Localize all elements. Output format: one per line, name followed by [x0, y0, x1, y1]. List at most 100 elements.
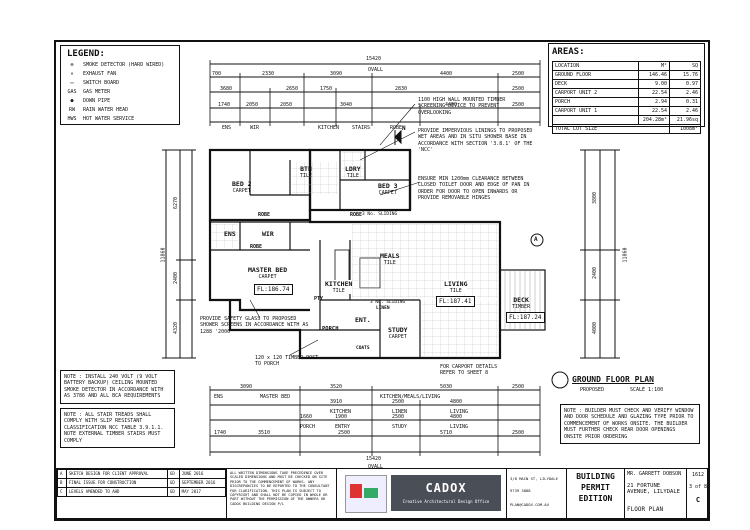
revision-cell: SEPTEMBER 2016	[178, 478, 227, 488]
legend-item: ✕ EXHAUST FAN	[67, 71, 116, 77]
room-pty: PTY	[314, 296, 324, 302]
dim-right-mid: 3800	[592, 191, 599, 205]
dim-top-row1: 700	[212, 71, 222, 77]
dim-overall-bottom-label: OVALL	[368, 464, 384, 470]
dim-overall-top: 15420	[366, 56, 382, 62]
legend-symbol: ✕	[70, 71, 74, 77]
plan-title: GROUND FLOOR PLAN	[572, 375, 654, 384]
edition-line-1: BUILDING	[576, 472, 615, 481]
dim-overall-top-label: OVALL	[368, 67, 384, 73]
company-sub: Creative Architectural Design Office	[402, 499, 490, 504]
contact-phone: 9739 3888	[510, 488, 531, 493]
dim-right-mid: 4000	[592, 321, 599, 335]
dim-right-mid: 2400	[592, 266, 599, 280]
areas-lot-value: 1008m²	[669, 124, 701, 134]
revision-cell: GD	[166, 487, 180, 497]
contact-email: PLAN@CADOX.COM.AU	[510, 502, 549, 507]
dim-top-label: STAIRS	[352, 125, 371, 131]
legend-label: HOT WATER SERVICE	[83, 116, 135, 122]
dim-bottom-label3: STUDY	[392, 424, 408, 430]
dim-top-row2: 1750	[320, 86, 333, 92]
dim-bottom-row2: 3910	[330, 399, 343, 405]
dim-bottom-row1: 5030	[440, 384, 453, 390]
dim-bottom-row3: 2500	[392, 414, 405, 420]
tb-company: CADOX Creative Architectural Design Offi…	[337, 469, 507, 518]
legend-symbol: RW	[68, 107, 76, 113]
plan-proposed: PROPOSED	[580, 387, 605, 393]
legend-label: DOWN PIPE	[83, 98, 111, 104]
revision-cell: MAY 2017	[178, 487, 227, 497]
site-address: 21 FORTUNE AVENUE, LILYDALE	[627, 483, 680, 496]
legend-item: RW RAIN WATER HEAD	[67, 107, 128, 113]
dim-top-row2: 3680	[220, 86, 233, 92]
label-coats: COATS	[356, 346, 370, 351]
room-porch: PORCH	[322, 326, 339, 332]
fl-master: FL:186.74	[254, 284, 293, 295]
dim-bottom-row3: 1660	[300, 414, 313, 420]
legend-symbol: ●	[70, 98, 74, 104]
dim-bottom-label1: ENS	[214, 394, 224, 400]
dim-bottom-label2: LIVING	[450, 409, 469, 415]
note-carport: FOR CARPORT DETAILS REFER TO SHEET 8	[440, 364, 498, 377]
client-name: MR. GARRETT DOBSON	[627, 471, 682, 477]
note-builder: NOTE : BUILDER MUST CHECK AND VERIFY WIN…	[560, 404, 700, 445]
revision-cell: B	[57, 478, 67, 488]
tb-project: MR. GARRETT DOBSON 21 FORTUNE AVENUE, LI…	[625, 469, 687, 518]
fl-deck: FL:187.24	[506, 312, 545, 323]
dim-top-row3: 2050	[280, 102, 293, 108]
dim-top-row3: 2500	[512, 102, 525, 108]
dim-bottom-row3: 4800	[450, 414, 463, 420]
revision-cell: FINAL ISSUE FOR CONSTRUCTION	[65, 478, 168, 488]
legend-label: EXHAUST FAN	[83, 71, 117, 77]
sheet-number: 3 of 8	[688, 484, 708, 490]
note-toilet: ENSURE MIN 1200mm CLEARANCE BETWEEN CLOS…	[418, 176, 530, 202]
legend-label: SMOKE DETECTOR (HARD WIRED)	[83, 62, 165, 68]
dim-left-outer: 11860	[160, 247, 167, 263]
dim-bottom-row3: 1900	[335, 414, 348, 420]
room-ent: ENT.	[355, 316, 371, 324]
dim-bottom-row1: 2500	[512, 384, 525, 390]
dim-bottom-label2: LINEN	[392, 409, 408, 415]
legend-label: RAIN WATER HEAD	[83, 107, 129, 113]
dim-top-row3: 3040	[340, 102, 353, 108]
dim-bottom-label1: KITCHEN/MEALS/LIVING	[380, 394, 441, 400]
label-robe-2: ROBE	[350, 212, 363, 218]
company-logo	[345, 475, 387, 513]
disclaimer-text: ALL WRITTEN DIMENSIONS TAKE PRECEDENCE O…	[230, 471, 330, 506]
legend-item: ▭SWITCH BOARD	[67, 80, 119, 86]
north-label: N	[402, 125, 406, 132]
note-linings: PROVIDE IMPERVIOUS LININGS TO PROPOSED W…	[418, 128, 533, 154]
revision-cell: C	[57, 487, 67, 497]
tb-sheet: 1612 3 of 8 C	[687, 469, 709, 518]
tb-contact: 3/8 MAIN ST, LILYDALE 9739 3888 PLAN@CAD…	[507, 469, 567, 518]
legend-box: LEGEND: ⊗SMOKE DETECTOR (HARD WIRED) ✕ EXH…	[60, 45, 180, 125]
legend-title: LEGEND:	[67, 49, 105, 59]
dim-bottom-label3: LIVING	[450, 424, 469, 430]
company-name: CADOX	[425, 481, 467, 495]
dim-bottom-label3: PORCH	[300, 424, 316, 430]
dim-top-label: ENS	[222, 125, 232, 131]
legend-item: ⊗SMOKE DETECTOR (HARD WIRED)	[67, 62, 164, 68]
dim-bottom-row2: 4800	[450, 399, 463, 405]
dim-bottom-row4: 2500	[512, 430, 525, 436]
dim-bottom-label3: ENTRY	[335, 424, 351, 430]
dim-bottom-row4: 2500	[338, 430, 351, 436]
